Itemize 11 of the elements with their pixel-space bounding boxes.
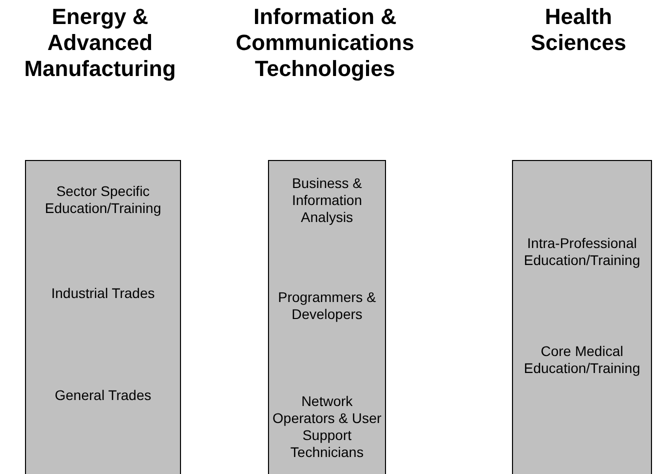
column-heading: Health Sciences [530,4,628,56]
category-label: Network Operators & User Support Technicians [271,393,383,461]
category-label: Programmers & Developers [271,289,383,323]
category-label: Business & Information Analysis [271,175,383,226]
category-label: General Trades [28,387,178,404]
category-label: Intra-Professional Education/Training [515,235,649,269]
category-label: Industrial Trades [28,285,178,302]
column-heading: Energy & Advanced Manufacturing [23,4,177,82]
column-heading: Information & Communications Technologies [234,4,416,82]
category-label: Core Medical Education/Training [515,343,649,377]
category-label: Sector Specific Education/Training [28,183,178,217]
